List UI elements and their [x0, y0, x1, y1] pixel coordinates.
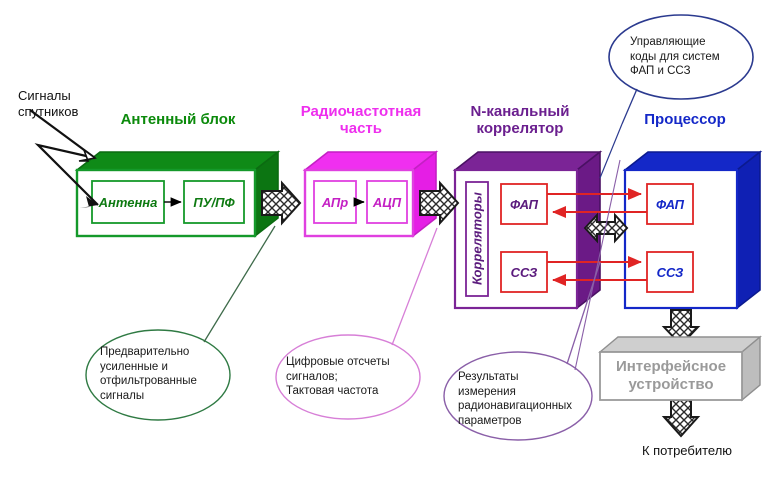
heading-antenna-block: Антенный блок — [120, 111, 236, 128]
signal-flow-arrow-antenna-to-rf — [261, 180, 302, 226]
callout-measurement-results — [443, 159, 621, 441]
signal-flow-arrow-interface-to-consumer — [661, 399, 701, 438]
callout-text-digital-samples: Цифровые отсчеты сигналов; Тактовая част… — [286, 356, 390, 398]
callout-text-measurement-results: Результаты измерения радионавигационных … — [458, 371, 573, 428]
callout-digital-samples — [275, 227, 438, 420]
satellite-signal-arrows — [29, 109, 99, 208]
inner-label-processor-fap: ФАП — [655, 196, 685, 212]
inner-label-correlators: Корреляторы — [469, 192, 485, 286]
bidirectional-arrow-correlator-processor — [583, 212, 629, 244]
heading-rf-part: Радиочастотная часть — [300, 103, 422, 137]
inner-label-apr: АПр — [321, 194, 349, 210]
inner-label-pu-pf: ПУ/ПФ — [193, 194, 235, 210]
callout-preamplified-signals — [85, 225, 276, 421]
signal-flow-arrow-rf-to-correlator — [419, 180, 460, 226]
callout-control-codes — [608, 14, 754, 125]
callout-control-codes-leader-lower — [599, 123, 623, 179]
rf-part-box — [302, 150, 439, 238]
satellite-signals-label: Сигналы спутников — [18, 88, 79, 119]
inner-label-atsp: АЦП — [372, 194, 402, 210]
signal-flow-arrow-processor-to-interface — [661, 309, 701, 347]
inner-label-correlator-fap: ФАП — [509, 196, 539, 212]
antenna-block-box — [74, 150, 281, 238]
heading-correlator: N-канальный коррелятор — [470, 103, 570, 137]
to-consumer-label: К потребителю — [641, 443, 733, 458]
inner-label-antenna: Антенна — [98, 194, 158, 210]
processor-box — [622, 150, 763, 310]
callout-text-preamplified-signals: Предварительно усиленные и отфильтрованн… — [100, 346, 197, 403]
inner-label-correlator-ssz: ССЗ — [510, 264, 538, 280]
interface-device-label: Интерфейсное устройство — [615, 358, 727, 393]
callout-text-control-codes: Управляющие коды для систем ФАП и ССЗ — [630, 36, 720, 78]
inner-label-processor-ssz: ССЗ — [656, 264, 684, 280]
interface-device-box — [598, 335, 762, 402]
correlator-processor-links — [547, 188, 647, 286]
heading-processor: Процессор — [644, 111, 726, 128]
